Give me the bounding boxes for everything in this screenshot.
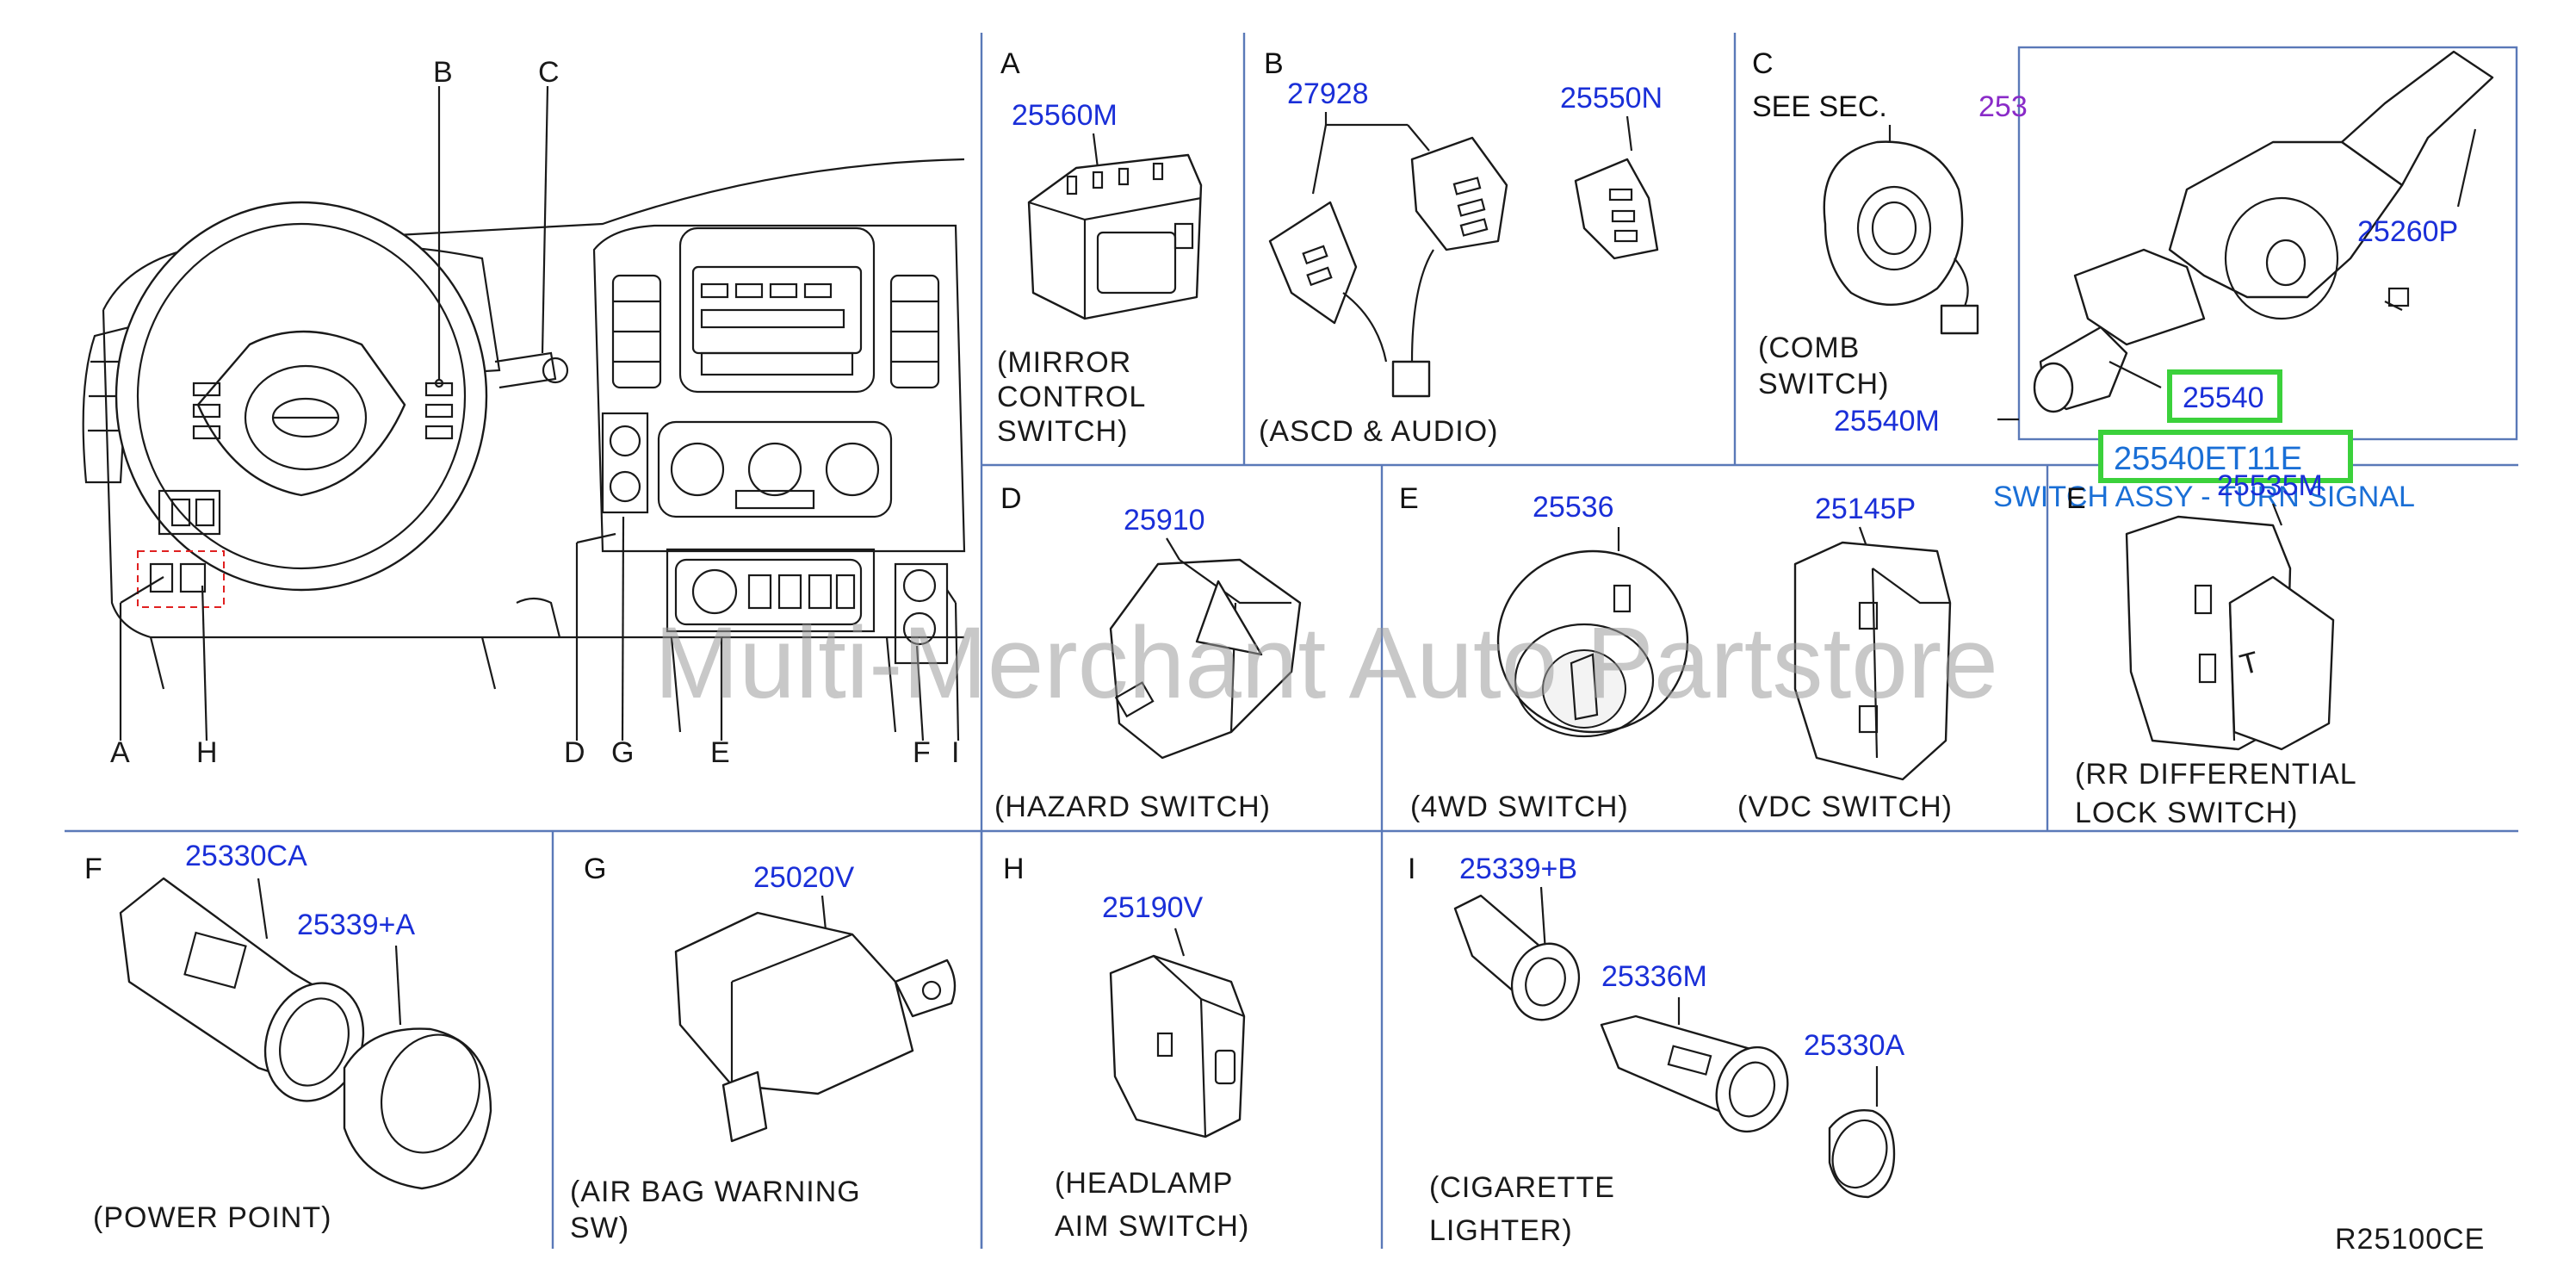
part-number-25145p[interactable]: 25145P: [1815, 493, 1916, 525]
caption-line-1: (RR DIFFERENTIAL: [2075, 758, 2357, 791]
panel-d-hazard-switch: D 25910 (HAZARD SWITCH): [994, 482, 1302, 823]
panel-letter: D: [1000, 482, 1022, 515]
part-number-25339-a[interactable]: 25339+A: [297, 909, 415, 941]
part-number-25330ca[interactable]: 25330CA: [185, 840, 307, 872]
panel-b-ascd-audio: B 27928 25550N (ASCD & AUDIO): [1259, 47, 1663, 448]
panel-c-comb-switch: C SEE SEC. 253 (COMB SWITCH) 25540M 2526…: [1752, 47, 2494, 437]
caption-line-2: AIM SWITCH): [1055, 1210, 1249, 1243]
caption-line-2: LIGHTER): [1429, 1214, 1573, 1247]
part-number-25339-b[interactable]: 25339+B: [1459, 853, 1577, 885]
panel-letter: G: [584, 853, 606, 885]
part-number-25550n[interactable]: 25550N: [1560, 82, 1663, 115]
caption-line-3: SWITCH): [997, 415, 1128, 448]
part-number-25020v[interactable]: 25020V: [753, 861, 855, 894]
panel-letter: I: [1408, 853, 1415, 885]
callout-letter-a: A: [110, 736, 131, 769]
panel-e-4wd-vdc: E 25536 25145P (4WD SWITCH) (VDC SWITCH): [1399, 482, 1953, 823]
callout-letter-i: I: [951, 736, 960, 769]
caption-4wd: (4WD SWITCH): [1410, 791, 1629, 823]
panel-g-air-bag-warning: G 25020V (AIR BAG WARNING SW): [570, 853, 957, 1244]
panel-letter: F: [84, 853, 102, 885]
panel-letter: C: [1752, 47, 1774, 80]
part-number-25540m[interactable]: 25540M: [1834, 405, 1940, 437]
caption-line-2: SWITCH): [1758, 368, 1889, 400]
highlighted-part-number[interactable]: 25540ET11E: [2114, 441, 2302, 477]
watermark-text: Multi-Merchant Auto Partstore: [654, 606, 1998, 720]
part-number-25336m[interactable]: 25336M: [1601, 960, 1707, 993]
caption-line-2: CONTROL: [997, 381, 1146, 413]
callout-letter-f: F: [913, 736, 932, 769]
callout-letter-b: B: [433, 56, 454, 89]
highlighted-part-description: SWITCH ASSY - TURN SIGNAL: [1993, 481, 2415, 513]
callout-letter-h: H: [196, 736, 219, 769]
part-number-25330a[interactable]: 25330A: [1804, 1029, 1905, 1062]
caption-vdc: (VDC SWITCH): [1737, 791, 1953, 823]
panel-letter: H: [1003, 853, 1025, 885]
caption-line-1: (ASCD & AUDIO): [1259, 415, 1498, 448]
see-section-label: SEE SEC.: [1752, 90, 1887, 123]
caption-line-1: (AIR BAG WARNING: [570, 1176, 861, 1208]
part-number-25190v[interactable]: 25190V: [1102, 891, 1204, 924]
part-number-27928[interactable]: 27928: [1287, 78, 1369, 110]
part-number-25536[interactable]: 25536: [1533, 491, 1614, 524]
callout-letter-g: G: [611, 736, 635, 769]
part-number-25260p[interactable]: 25260P: [2357, 215, 2458, 248]
section-ref-253[interactable]: 253: [1978, 90, 2028, 123]
diagram-code: R25100CE: [2335, 1223, 2485, 1256]
caption-line-2: SW): [570, 1212, 629, 1244]
dashboard-overview: B C A H D G E F I: [82, 56, 966, 769]
caption-line-1: (HEADLAMP: [1055, 1167, 1233, 1200]
caption-line-1: (POWER POINT): [93, 1201, 331, 1234]
panel-letter: A: [1000, 47, 1020, 80]
part-number-25540[interactable]: 25540: [2183, 382, 2264, 414]
panel-a-mirror-control: A 25560M (MIRROR CONTROL SWITCH): [997, 47, 1203, 448]
callout-letter-d: D: [564, 736, 586, 769]
panel-f-power-point: F 25330CA 25339+A (POWER POINT): [84, 840, 492, 1234]
highlighted-part: 25540ET11E SWITCH ASSY - TURN SIGNAL: [1993, 430, 2415, 513]
caption-line-1: (COMB: [1758, 332, 1860, 364]
panel-letter: B: [1264, 47, 1284, 80]
callout-letter-e: E: [710, 736, 731, 769]
panel-i-cigarette-lighter: I 25339+B 25336M 25330A (CIGARETTE LIGHT…: [1408, 853, 1905, 1247]
panel-h-headlamp-aim: H 25190V (HEADLAMP AIM SWITCH): [1003, 853, 1249, 1243]
panel-letter: E: [2066, 482, 2086, 515]
part-number-25910[interactable]: 25910: [1124, 504, 1205, 537]
caption-line-1: (HAZARD SWITCH): [994, 791, 1271, 823]
caption-line-1: (MIRROR: [997, 346, 1131, 379]
panel-e-rr-diff-lock: E 25535M T (RR DIFFERENTIAL LOCK SWITCH): [2066, 469, 2357, 829]
callout-letter-c: C: [538, 56, 560, 89]
part-number-25535m[interactable]: 25535M: [2217, 469, 2323, 502]
panel-letter: E: [1399, 482, 1419, 515]
caption-line-2: LOCK SWITCH): [2075, 797, 2298, 829]
part-number-25560m[interactable]: 25560M: [1012, 99, 1118, 132]
caption-line-1: (CIGARETTE: [1429, 1171, 1615, 1204]
